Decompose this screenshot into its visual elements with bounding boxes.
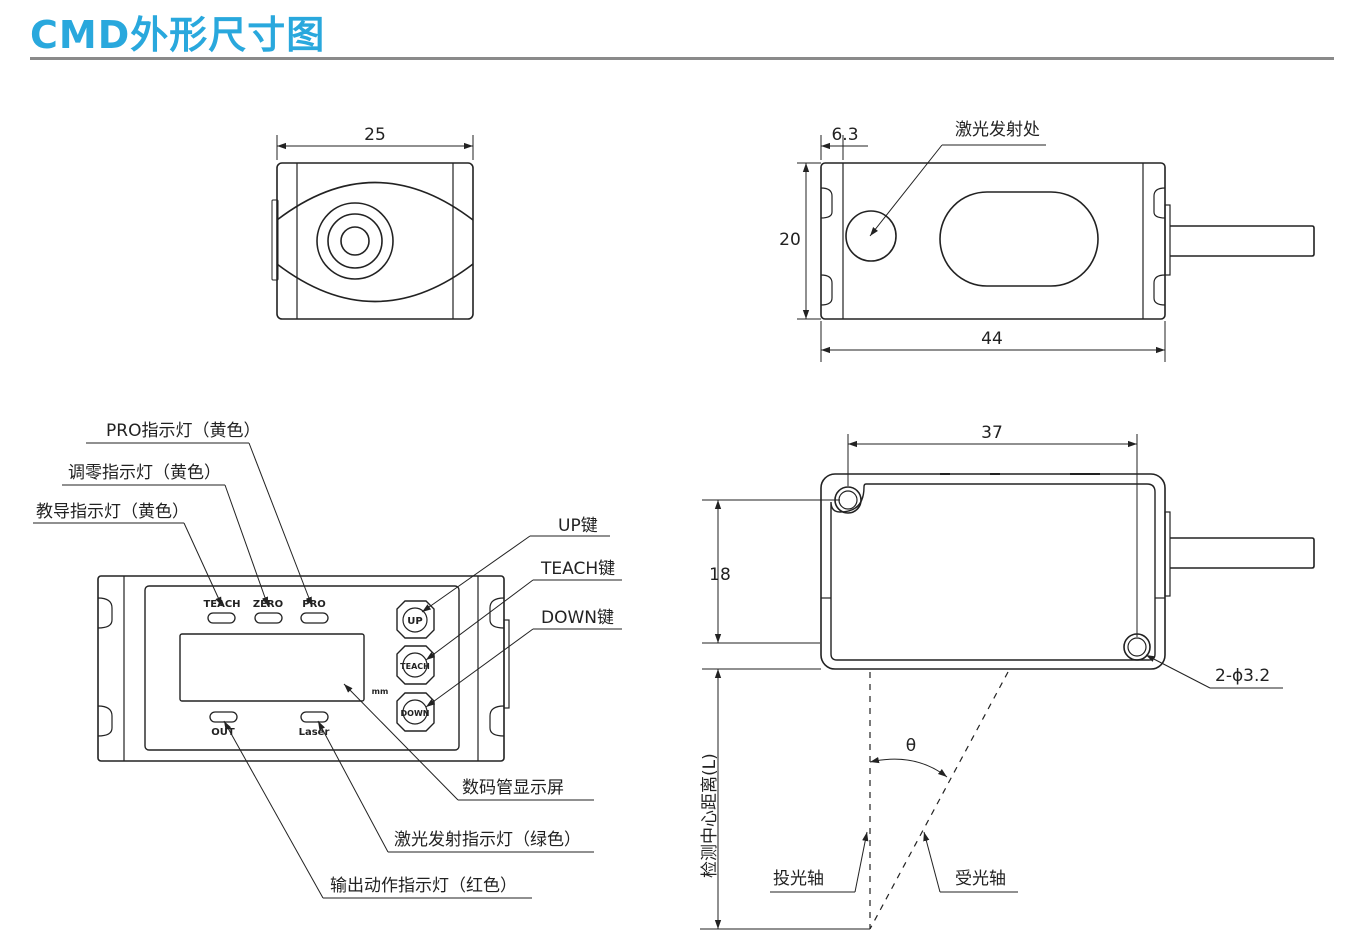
side-length-dim: 44 [981, 329, 1003, 349]
emit-axis-label: 投光轴 [773, 869, 824, 889]
zero-led-label: 调零指示灯（黄色） [68, 463, 221, 483]
laser-led-label: 激光发射指示灯（绿色） [394, 830, 581, 850]
down-key-label: DOWN键 [541, 608, 614, 628]
zero-led-text: ZERO [253, 599, 283, 610]
pro-led-text: PRO [302, 599, 326, 610]
laser-led-text: Laser [299, 727, 330, 738]
distance-label: 检测中心距离(L) [700, 753, 720, 878]
teach-key[interactable]: TEACH [396, 645, 435, 685]
down-key-text: DOWN [401, 709, 430, 718]
page-title: CMD外形尺寸图 [30, 13, 326, 57]
teach-key-label: TEACH键 [540, 559, 615, 579]
output-led-label: 输出动作指示灯（红色） [330, 876, 517, 896]
angle-label: θ [906, 736, 916, 756]
front-width-dim: 25 [364, 125, 386, 145]
side-offset-dim: 6.3 [831, 125, 858, 145]
display-label: 数码管显示屏 [462, 778, 564, 798]
teach-led-text: TEACH [203, 599, 240, 610]
side-view: 6.3 激光发射处 20 44 [779, 120, 1315, 362]
up-key-label: UP键 [558, 516, 598, 536]
up-key[interactable]: UP [396, 600, 435, 639]
panel-view: TEACH ZERO PRO OUT Laser mm UP TEACH DOW… [33, 421, 622, 899]
front-view: 25 [271, 125, 474, 320]
title-underline [30, 57, 1334, 60]
bottom-view: 37 18 2-ϕ3.2 检测中心距离(L) θ [700, 423, 1315, 930]
out-led-text: OUT [211, 727, 235, 738]
bottom-span-dim: 37 [981, 423, 1003, 443]
pro-led-label: PRO指示灯（黄色） [106, 421, 260, 441]
receive-axis-label: 受光轴 [955, 869, 1006, 889]
laser-point-label: 激光发射处 [955, 120, 1040, 140]
bottom-height-dim: 18 [709, 565, 731, 585]
teach-led-label: 教导指示灯（黄色） [36, 502, 189, 522]
teach-key-text: TEACH [400, 662, 430, 671]
down-key[interactable]: DOWN [396, 692, 435, 732]
mm-unit-text: mm [372, 687, 389, 696]
side-height-dim: 20 [779, 230, 801, 250]
up-key-text: UP [407, 616, 422, 627]
hole-label: 2-ϕ3.2 [1215, 666, 1270, 686]
